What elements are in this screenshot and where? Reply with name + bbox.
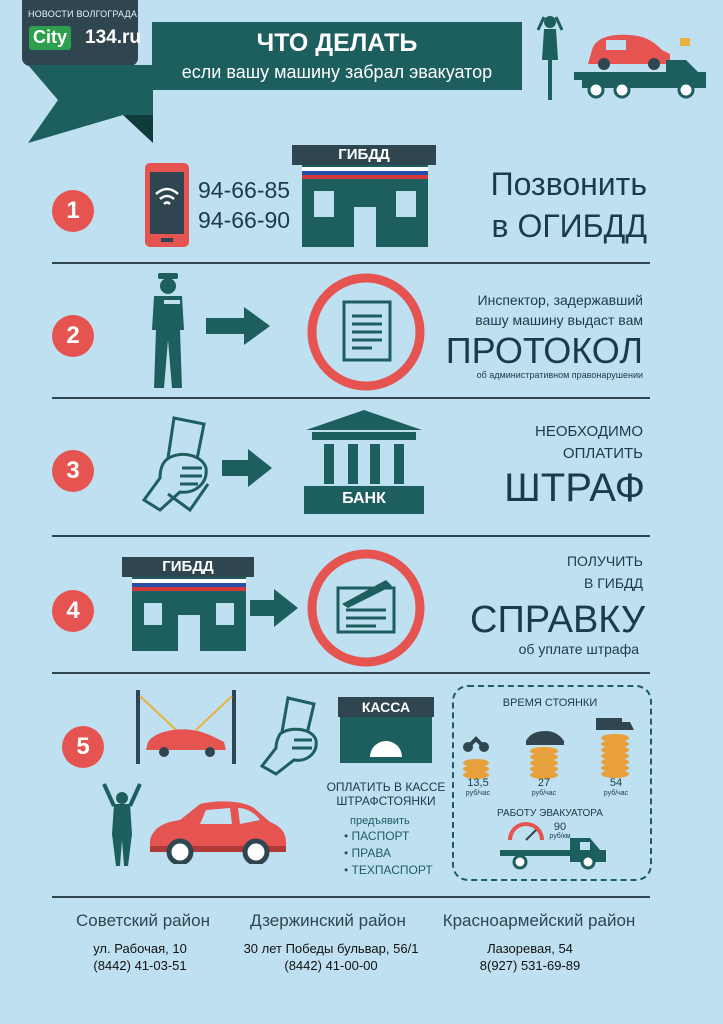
gibdd-sign: ГИБДД bbox=[122, 557, 254, 577]
page-subtitle: если вашу машину забрал эвакуатор bbox=[181, 62, 493, 82]
step3-big: ШТРАФ bbox=[504, 466, 645, 510]
district-address-krasnoarmeysky: Лазоревая, 54 bbox=[487, 941, 573, 956]
district-phone-krasnoarmeysky[interactable]: 8(927) 531-69-89 bbox=[479, 958, 581, 973]
logo-tagline: НОВОСТИ ВОЛГОГРАДА bbox=[28, 9, 138, 19]
pay-text-line2: ШТРАФСТОЯНКИ bbox=[336, 794, 436, 808]
divider bbox=[52, 262, 650, 264]
step4-line2: В ГИБДД bbox=[583, 575, 643, 591]
step1-line2: в ОГИБДД bbox=[491, 208, 647, 244]
step4-small: об уплате штрафа bbox=[518, 641, 639, 657]
step-number-2: 2 bbox=[52, 315, 94, 357]
step2-small: об административном правонарушении bbox=[476, 370, 643, 380]
phone-icon bbox=[145, 163, 189, 247]
kassa-window-icon bbox=[340, 717, 432, 763]
divider bbox=[52, 397, 650, 399]
step4-line1: ПОЛУЧИТЬ bbox=[566, 553, 643, 569]
district-name-sovetsky: Советский район bbox=[76, 911, 210, 930]
rate-value-car: 27 bbox=[537, 777, 551, 789]
woman-silhouette-icon bbox=[536, 16, 564, 100]
arrow-right-icon bbox=[250, 589, 298, 627]
arrow-right-icon bbox=[206, 307, 270, 345]
step-number-3: 3 bbox=[52, 450, 94, 492]
step4-big: СПРАВКУ bbox=[470, 599, 645, 641]
site-logo[interactable]: НОВОСТИ ВОЛГОГРАДА City 134.ru bbox=[22, 0, 141, 66]
step2-line1: Инспектор, задержавший bbox=[477, 292, 643, 308]
step3-line1: НЕОБХОДИМО bbox=[535, 423, 643, 440]
document-license: • ПРАВА bbox=[344, 846, 391, 860]
rate-value-truck: 54 bbox=[609, 777, 623, 789]
police-officer-icon bbox=[152, 273, 184, 388]
step-number-4: 4 bbox=[52, 590, 94, 632]
bank-building-icon bbox=[304, 410, 424, 514]
arrow-right-icon bbox=[222, 449, 272, 487]
step2-line2: вашу машину выдаст вам bbox=[475, 312, 643, 328]
gibdd-sign: ГИБДД bbox=[292, 145, 436, 165]
logo-number: 134.ru bbox=[85, 27, 141, 48]
rate-unit-car: руб/час bbox=[531, 790, 557, 797]
step2-big: ПРОТОКОЛ bbox=[445, 330, 643, 371]
motorcycle-coins-icon bbox=[463, 736, 489, 779]
bank-label: БАНК bbox=[342, 490, 386, 507]
person-cheering-icon bbox=[102, 783, 142, 866]
kassa-sign: КАССА bbox=[338, 697, 434, 717]
logo-city: City bbox=[29, 26, 72, 50]
header-banner: ЧТО ДЕЛАТЬ если вашу машину забрал эваку… bbox=[152, 22, 522, 90]
step1-line1: Позвонить bbox=[490, 166, 647, 202]
district-phone-dzerzhinsky[interactable]: (8442) 41-00-00 bbox=[284, 958, 378, 973]
hand-money-icon bbox=[259, 696, 318, 776]
district-phone-sovetsky[interactable]: (8442) 41-03-51 bbox=[93, 958, 187, 973]
document-registration: • ТЕХПАСПОРТ bbox=[344, 863, 433, 877]
gibdd-building-icon bbox=[132, 577, 246, 651]
district-name-krasnoarmeysky: Красноармейский район bbox=[442, 911, 636, 930]
district-address-sovetsky: ул. Рабочая, 10 bbox=[93, 941, 187, 956]
truck-coins-icon bbox=[596, 718, 634, 778]
tow-title: РАБОТУ ЭВАКУАТОРА bbox=[497, 808, 603, 819]
phone-number-1[interactable]: 94-66-85 bbox=[198, 177, 291, 203]
rate-unit-moto: руб/час bbox=[465, 790, 491, 797]
district-address-dzerzhinsky: 30 лет Победы бульвар, 56/1 bbox=[243, 941, 419, 956]
car-lift-icon bbox=[136, 690, 236, 764]
district-name-dzerzhinsky: Дзержинский район bbox=[250, 911, 406, 930]
divider bbox=[52, 535, 650, 537]
divider bbox=[52, 672, 650, 674]
red-car-icon bbox=[150, 801, 286, 864]
tow-unit: руб/км bbox=[549, 833, 571, 840]
tow-truck-speedometer-icon bbox=[500, 822, 606, 870]
rate-unit-truck: руб/час bbox=[603, 790, 629, 797]
tow-truck-icon bbox=[574, 34, 706, 99]
pay-text-line1: ОПЛАТИТЬ В КАССЕ bbox=[326, 780, 446, 794]
present-label: предъявить bbox=[350, 815, 410, 827]
fees-panel bbox=[452, 685, 652, 881]
step3-line2: ОПЛАТИТЬ bbox=[562, 445, 643, 462]
step-number-5: 5 bbox=[62, 726, 104, 768]
document-passport: • ПАСПОРТ bbox=[344, 829, 410, 843]
page-title: ЧТО ДЕЛАТЬ bbox=[256, 29, 418, 57]
divider bbox=[52, 896, 650, 898]
tow-value: 90 bbox=[553, 821, 567, 833]
car-coins-icon bbox=[526, 731, 564, 779]
protocol-document-icon bbox=[307, 273, 425, 391]
step-number-1: 1 bbox=[52, 190, 94, 232]
certificate-pen-icon bbox=[307, 549, 425, 667]
phone-number-2[interactable]: 94-66-90 bbox=[198, 207, 291, 233]
parking-title: ВРЕМЯ СТОЯНКИ bbox=[502, 697, 598, 709]
ribbon-tail bbox=[28, 65, 153, 143]
gibdd-building-icon bbox=[302, 165, 428, 247]
hand-money-icon bbox=[141, 416, 210, 513]
rate-value-moto: 13,5 bbox=[467, 777, 489, 789]
